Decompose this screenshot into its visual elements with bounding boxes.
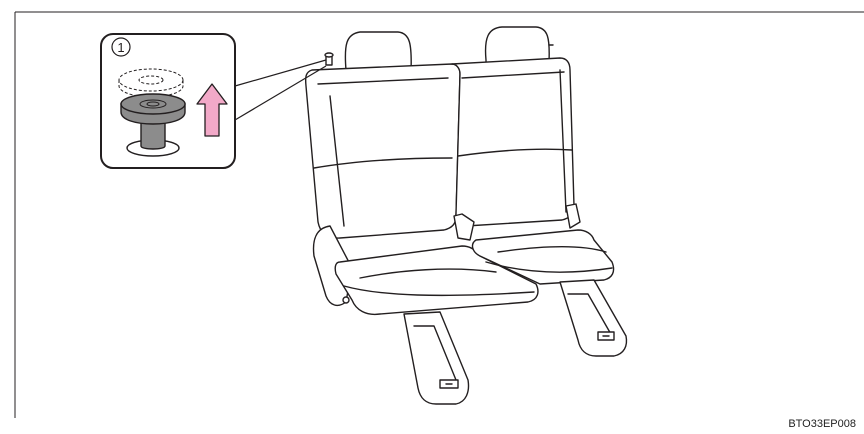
detail-callout: 1 — [101, 34, 326, 168]
image-code-label: BTO33EP008 — [788, 418, 856, 430]
right-seat-leg — [560, 280, 627, 356]
left-seatback — [306, 64, 460, 238]
seat-lever-knob — [325, 53, 333, 65]
right-seatback — [452, 58, 574, 226]
callout-number: 1 — [117, 40, 124, 55]
third-row-seat — [306, 27, 627, 404]
knob-head — [121, 94, 185, 124]
callout-number-badge: 1 — [112, 38, 130, 56]
belt-buckle-right — [566, 204, 580, 228]
